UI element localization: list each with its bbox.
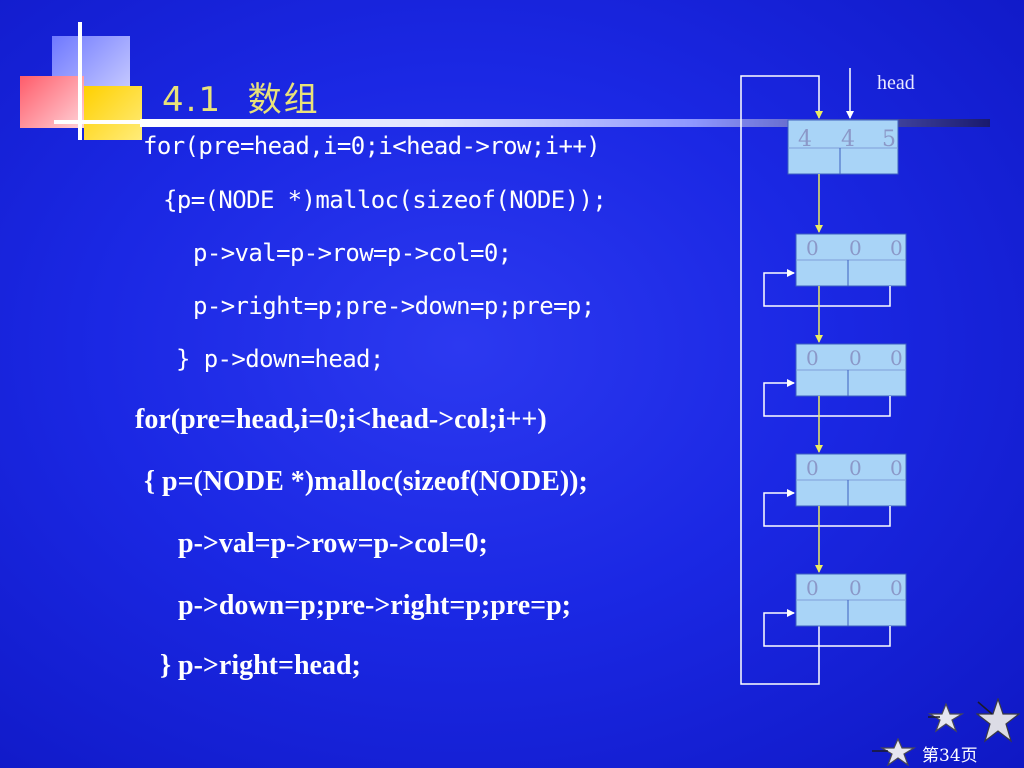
prev-star-button-icon[interactable] (872, 738, 916, 766)
list-node: 0 0 0 (795, 233, 907, 287)
next-star-button-icon[interactable] (976, 698, 1020, 744)
list-node: 0 0 0 (795, 343, 907, 397)
node-field: 0 (849, 576, 862, 600)
node-field: 0 (890, 456, 903, 480)
self-loop-line (763, 379, 891, 417)
loop-back-line (740, 75, 823, 685)
code-line: p->right=p;pre->down=p;pre=p; (193, 292, 595, 320)
decor-block-red (20, 76, 84, 128)
title-underline-bar (140, 119, 990, 127)
self-loop-line (763, 609, 891, 647)
node-field: 0 (890, 236, 903, 260)
page-number: 第34页 (922, 746, 978, 766)
node-field: 4 (798, 127, 812, 152)
code-line: } p->right=head; (160, 650, 361, 681)
node-field: 0 (806, 576, 819, 600)
head-node: 4 4 5 (787, 119, 899, 175)
node-field: 0 (890, 576, 903, 600)
list-node: 0 0 0 (795, 453, 907, 507)
node-field: 0 (806, 346, 819, 370)
node-field: 5 (882, 127, 896, 152)
decor-vline (78, 22, 82, 140)
slide-title: 4.1 数组 (162, 80, 320, 120)
self-loop-line (763, 489, 891, 527)
head-label: head (877, 72, 915, 94)
self-loop-line (763, 269, 891, 307)
code-line: for(pre=head,i=0;i<head->row;i++) (143, 132, 601, 160)
code-line: p->down=p;pre->right=p;pre=p; (178, 590, 571, 621)
code-line: } p->down=head; (176, 345, 384, 373)
node-field: 0 (849, 346, 862, 370)
code-line: p->val=p->row=p->col=0; (178, 528, 488, 559)
code-line: { p=(NODE *)malloc(sizeof(NODE)); (144, 466, 588, 497)
node-field: 0 (849, 236, 862, 260)
node-field: 0 (890, 346, 903, 370)
node-field: 4 (841, 127, 855, 152)
node-field: 0 (806, 456, 819, 480)
code-line: for(pre=head,i=0;i<head->col;i++) (135, 404, 547, 435)
code-line: p->val=p->row=p->col=0; (193, 239, 512, 267)
linked-list-diagram: head 4 4 5 0 0 0 0 0 0 0 0 0 (740, 68, 915, 685)
star-icon (928, 703, 964, 733)
list-node: 0 0 0 (795, 573, 907, 627)
decor-block-yellow (84, 86, 142, 140)
node-field: 0 (849, 456, 862, 480)
decor-hline (54, 120, 144, 124)
node-field: 0 (806, 236, 819, 260)
code-line: {p=(NODE *)malloc(sizeof(NODE)); (163, 186, 607, 214)
